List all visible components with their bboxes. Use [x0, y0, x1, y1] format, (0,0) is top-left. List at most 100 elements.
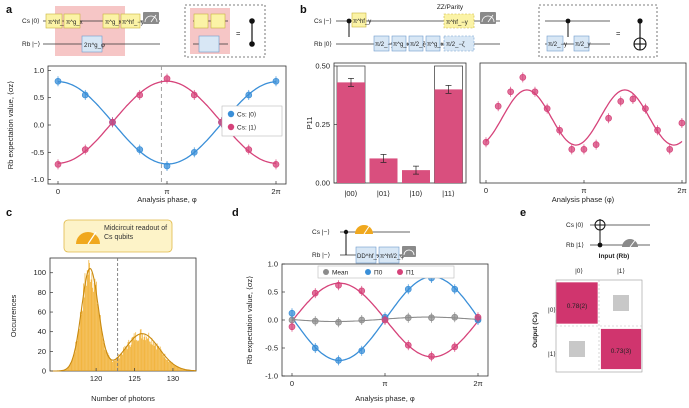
- callout: Midcircuit readout of Cs qubits: [63, 219, 173, 253]
- hist-bar: [134, 340, 136, 371]
- x-tick-label: 2π: [473, 379, 482, 388]
- x-tick-label: 2π: [677, 186, 686, 195]
- matrix-cell-01: [613, 295, 629, 311]
- legend-item-cs0: Cs: |0⟩: [237, 112, 256, 119]
- hist-bar: [107, 353, 109, 371]
- hist-bar: [144, 334, 146, 371]
- hist-bar: [104, 349, 106, 371]
- hist-bar: [90, 279, 92, 371]
- y-tick-label: 0.5: [34, 93, 44, 102]
- series-2-point: [381, 316, 389, 324]
- hist-bar: [65, 369, 67, 371]
- y-ticks: -1.0-0.50.00.51.0: [31, 66, 51, 184]
- hist-bar: [79, 328, 80, 371]
- hist-bar: [70, 363, 72, 371]
- hist-bar: [115, 359, 117, 371]
- series-2-point: [288, 323, 296, 331]
- x-axis-label: Analysis phase, φ: [355, 394, 415, 403]
- series-1-point: [190, 91, 198, 99]
- hist-bar: [89, 281, 91, 371]
- hist-bar: [166, 359, 168, 371]
- measure-icon: [622, 238, 638, 248]
- hist-bar: [170, 362, 172, 371]
- gate-pi-g-x-1: [63, 13, 81, 29]
- hist-bar: [147, 338, 149, 371]
- y-axis-label: Rb expectation value, ⟨σz⟩: [245, 276, 254, 365]
- hist-bar: [173, 364, 175, 371]
- gate-label: π/2_−ζ: [446, 42, 465, 48]
- hist-bar: [121, 353, 123, 371]
- gate-label: π^hf_y: [353, 19, 371, 25]
- hist-bar: [64, 369, 66, 371]
- y-tick-label: 0.0: [268, 316, 278, 325]
- x-ticks: 0 π 2π: [484, 180, 687, 195]
- x-tick-label: 120: [90, 374, 103, 383]
- equiv-box: [538, 4, 658, 58]
- hist-bar: [91, 272, 93, 371]
- hist-bar: [106, 351, 108, 371]
- hist-bar: [133, 333, 135, 371]
- matrix-top-label: Input (Rb): [599, 253, 630, 260]
- x-tick-label: π: [581, 186, 586, 195]
- hist-bar: [139, 333, 140, 371]
- y-tick-label: 0.25: [315, 120, 330, 129]
- gate-label: π^hf_−y: [122, 20, 144, 26]
- x-axis-label: Analysis phase, φ: [137, 195, 197, 204]
- series-1-point: [404, 285, 412, 293]
- x-tick-label: |00⟩: [344, 189, 357, 198]
- x-tick-label: 130: [167, 374, 180, 383]
- hist-bar: [172, 364, 174, 371]
- matrix-value-11: 0.73(3): [611, 348, 632, 355]
- hist-bar: [86, 270, 88, 371]
- gate-label: π^g_x: [105, 20, 122, 26]
- hist-bar: [103, 340, 105, 371]
- hist-bar: [69, 362, 71, 371]
- cs-label: Cs |−⟩: [312, 229, 330, 236]
- y-axis-label: Rb expectation value, ⟨σz⟩: [6, 81, 15, 170]
- series-0-point: [54, 77, 62, 85]
- hist-bar: [145, 340, 147, 371]
- gate-label: π^g_x: [427, 42, 444, 48]
- hist-bar: [69, 365, 70, 371]
- hist-bar: [129, 346, 131, 371]
- hist-bar: [154, 343, 156, 371]
- y-tick-label: 1.0: [34, 66, 44, 75]
- hist-bar: [95, 284, 97, 371]
- series-0-point: [678, 119, 686, 127]
- gate-label: 2π^g_φ: [84, 43, 105, 49]
- callout-text: Midcircuit readout of Cs qubits: [104, 225, 168, 241]
- hist-bar: [86, 285, 87, 371]
- circuit-b: ZZ/Parity Cs |−⟩ Rb |0⟩ π^hf_y π/2_−y π^…: [314, 4, 658, 58]
- data-points: [54, 73, 280, 171]
- hist-bar: [146, 338, 148, 371]
- series-0-point: [272, 77, 280, 85]
- hist-bar: [176, 366, 178, 371]
- hist-bar: [160, 349, 162, 371]
- hist-bar: [122, 354, 123, 371]
- hist-bar: [164, 353, 166, 371]
- hist-bar: [98, 310, 100, 371]
- gate-label: π^hf_−y: [446, 20, 468, 26]
- hist-bar: [126, 349, 128, 371]
- hist-bar: [125, 347, 127, 371]
- series-0-point: [404, 314, 412, 322]
- cs-label: Cs |−⟩: [314, 18, 332, 25]
- x-tick-label: 0: [484, 186, 488, 195]
- hist-bar: [80, 314, 82, 371]
- hist-bar: [159, 346, 161, 371]
- hist-bar: [110, 359, 112, 371]
- x-tick-label: |10⟩: [409, 189, 422, 198]
- hist-bar: [130, 344, 132, 371]
- hist-bar: [67, 366, 69, 371]
- series-0-point: [642, 105, 649, 112]
- cs-label: Cs |0⟩: [22, 18, 40, 25]
- hist-bar: [161, 350, 163, 371]
- y-ticks: -1.0-0.50.00.51.0: [265, 260, 285, 381]
- hist-bar: [94, 278, 96, 371]
- hist-bar: [148, 332, 150, 371]
- hist-bar: [162, 354, 164, 371]
- gate-pi-hf-y: [45, 13, 63, 29]
- hist-bar: [96, 304, 98, 371]
